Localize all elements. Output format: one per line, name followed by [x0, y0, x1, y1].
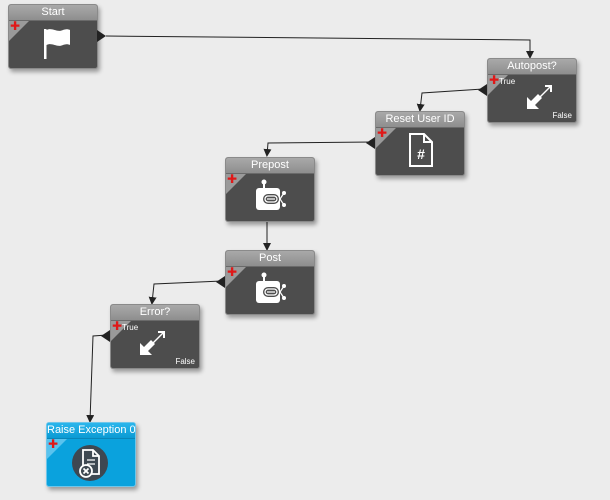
node-start[interactable]: Start ✚: [8, 4, 98, 69]
add-plus-icon[interactable]: ✚: [227, 265, 238, 279]
wire-start-autopost: [105, 35, 534, 59]
output-port-icon[interactable]: [97, 30, 107, 42]
node-autopost[interactable]: Autopost? ✚ True False: [487, 58, 577, 123]
svg-text:#: #: [417, 146, 425, 162]
node-title: Reset User ID: [376, 112, 464, 128]
input-port-icon[interactable]: [215, 276, 225, 288]
robot-plugin-icon: [256, 179, 286, 210]
node-title: Prepost: [226, 158, 314, 174]
node-title: Post: [226, 251, 314, 267]
input-port-icon[interactable]: [477, 84, 487, 96]
node-reset-user-id[interactable]: Reset User ID ✚ #: [375, 111, 465, 176]
true-branch-label: True: [122, 323, 139, 332]
add-plus-icon[interactable]: ✚: [48, 437, 59, 451]
node-title: Raise Exception 0: [47, 423, 135, 439]
document-error-icon: [72, 445, 108, 481]
wire-error-raise-exception: [86, 334, 108, 423]
add-plus-icon[interactable]: ✚: [112, 319, 123, 333]
robot-plugin-icon: [256, 272, 286, 303]
false-branch-label: False: [175, 357, 195, 366]
add-plus-icon[interactable]: ✚: [489, 73, 500, 87]
node-post[interactable]: Post ✚: [225, 250, 315, 315]
hash-document-icon: #: [409, 133, 433, 167]
node-title: Error?: [111, 305, 199, 321]
node-prepost[interactable]: Prepost ✚: [225, 157, 315, 222]
true-branch-label: True: [499, 77, 516, 86]
node-title: Start: [9, 5, 97, 21]
node-title: Autopost?: [488, 59, 576, 75]
input-port-icon[interactable]: [100, 330, 110, 342]
wire-autopost-reset-user-id: [416, 88, 484, 112]
add-plus-icon[interactable]: ✚: [377, 126, 388, 140]
input-port-icon[interactable]: [365, 137, 375, 149]
node-raise-exception[interactable]: Raise Exception 0 ✚: [46, 422, 136, 487]
decision-arrows-icon: [527, 85, 552, 109]
false-branch-label: False: [552, 111, 572, 120]
node-error[interactable]: Error? ✚ True False: [110, 304, 200, 369]
flag-icon: [44, 29, 70, 59]
decision-arrows-icon: [140, 331, 165, 355]
add-plus-icon[interactable]: ✚: [10, 19, 21, 33]
wire-post-error: [148, 280, 223, 305]
add-plus-icon[interactable]: ✚: [227, 172, 238, 186]
wire-reset-user-id-prepost: [263, 141, 374, 157]
